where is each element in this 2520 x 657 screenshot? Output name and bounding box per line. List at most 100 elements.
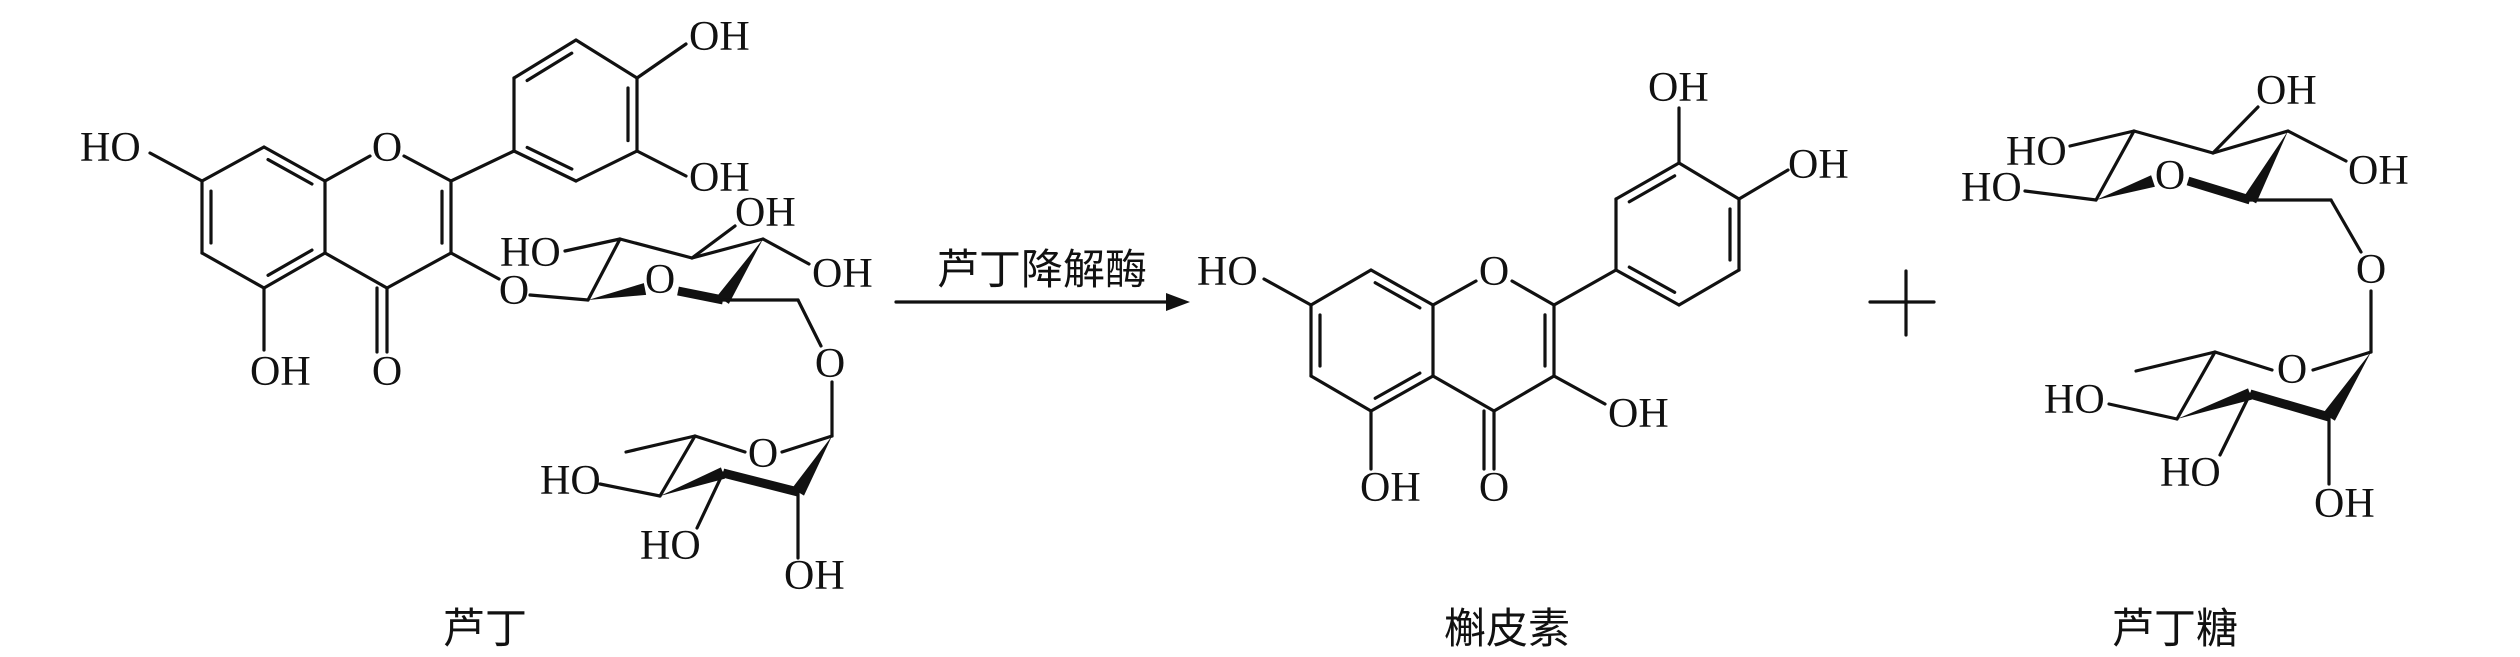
bond [635,149,688,178]
double-bond-line [525,145,574,171]
atom-label: HO [1961,165,2022,211]
bond [2286,129,2348,163]
bond [1677,161,1741,201]
arrowhead-icon [1166,293,1190,311]
double-bond-line [1627,174,1677,204]
bond [624,434,697,454]
bond [2107,402,2179,421]
rutin-structure: HO OH O O OH OH O O HO OH OH O O HO HO O… [80,14,873,653]
bond [690,224,737,260]
double-bond-line [1373,371,1422,400]
wedge-bond [2096,175,2155,200]
atom-label: O [1479,249,1509,295]
atom-label: OH [1360,465,1421,511]
wedge-bond [2323,352,2371,421]
atom-label: OH [1648,65,1709,111]
wedge-bond [2243,131,2288,204]
bond [563,237,622,253]
double-bond-line [1373,281,1422,310]
bond [2211,105,2260,155]
bond [2094,129,2136,202]
bond [1614,161,1681,201]
bond [2211,129,2290,155]
bond [528,293,590,302]
double-bond-line [525,51,574,83]
bond [1510,279,1556,307]
atom-label: OH [812,251,873,297]
atom-label: OH [784,553,845,599]
reaction-arrow: 芦丁降解酶 [937,248,1147,294]
atom-label: O [372,349,402,395]
atom-label: OH [1608,391,1669,437]
compound-name-quercetin: 槲皮素 [1444,607,1570,653]
atom-label: OH [2256,68,2317,114]
bond [586,237,622,302]
bond [449,251,501,281]
bond [1309,268,1373,307]
bond [2329,198,2363,254]
bond [574,149,639,183]
bond [1552,374,1607,406]
atom-label: OH [2314,481,2375,527]
atom-label: HO [1197,249,1258,295]
bond [1492,374,1556,413]
atom-label: O [815,341,845,387]
bond [148,151,204,183]
bond [512,38,578,80]
bond [695,471,725,530]
bond [2213,350,2274,372]
bond [1677,268,1741,307]
bond [200,251,266,290]
bold-bond [721,468,800,497]
double-bond-line [1627,265,1677,294]
wedge-bond [717,239,763,304]
bond [1552,268,1618,307]
bond [449,149,516,183]
bond [1369,268,1435,307]
atom-label: HO [2160,450,2221,496]
atom-label: HO [80,125,141,171]
atom-label: HO [2044,377,2105,423]
atom-label: O [2155,153,2185,199]
bond [385,251,453,290]
bond [1737,168,1790,201]
bond [512,149,578,183]
bond [1369,374,1435,413]
atom-label: O [2277,347,2307,393]
atom-label: O [499,268,529,314]
bond [323,154,372,183]
bond [1614,268,1681,307]
compound-name-rutinose: 芦丁糖 [2112,607,2238,653]
bond [618,237,694,260]
bond [2023,189,2098,202]
atom-label: O [645,257,675,303]
bond [690,237,765,260]
compound-name-rutin: 芦丁 [443,607,527,653]
bond [200,145,266,183]
bonds-layer [148,38,2373,560]
atom-label: O [2356,247,2386,293]
bond [402,154,453,183]
bond [1262,277,1313,307]
atom-label: HO [2006,129,2067,175]
bold-bond [2248,389,2331,422]
atom-label: O [748,431,778,477]
bond [262,145,327,183]
bond [598,482,662,498]
bond [2068,129,2136,148]
double-bond-line [266,248,314,277]
bond [761,237,811,266]
bond [693,434,747,454]
double-bond-line [266,157,314,186]
atom-label: O [1479,465,1509,511]
bond [796,298,823,348]
bond [2175,350,2217,421]
atom-label: HO [640,523,701,569]
bond [780,434,834,454]
bond [2132,129,2215,155]
bold-bond [2186,176,2252,205]
bond [574,38,639,80]
atom-label: OH [689,155,750,201]
quercetin-structure: HO O OH O OH OH OH 槲皮素 [1197,65,1849,653]
